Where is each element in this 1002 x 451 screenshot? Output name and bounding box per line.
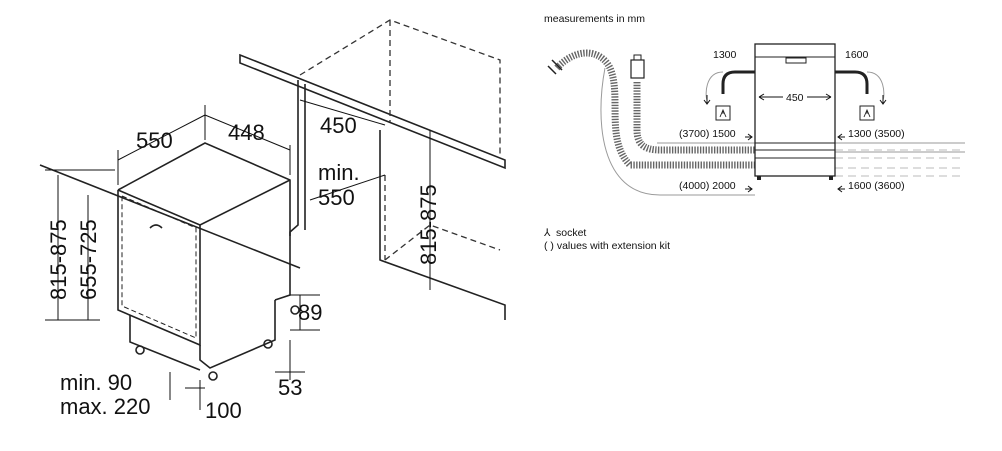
drain-route-grey [600, 67, 755, 196]
cable-right [835, 70, 869, 94]
label-plinth-depth: 53 [278, 375, 302, 400]
cable-left-grey [705, 71, 724, 101]
dim-line-width [117, 105, 206, 185]
inlet-hose [633, 82, 755, 154]
label-plinth: 89 [298, 300, 322, 325]
label-left-top: 1300 [713, 49, 737, 61]
dishwasher-foot-left [757, 176, 761, 180]
label-left-bottom: (4000) 2000 [679, 180, 736, 192]
aquastop-cap [633, 54, 642, 61]
dim-line-depth [204, 114, 291, 175]
plinth [199, 300, 276, 369]
foot-back [290, 305, 300, 315]
arrow-left-bottom [745, 185, 753, 193]
legend-socket: socket [556, 227, 586, 239]
dim-line-outer-height [45, 169, 115, 321]
drain-hose [554, 49, 755, 169]
cabinet-top-dashed [299, 19, 501, 158]
dim-line-plinth-depth [275, 340, 305, 380]
foot-front-right [208, 371, 218, 381]
dishwasher-bottom-lines [755, 142, 835, 159]
worktop [239, 53, 506, 170]
label-outer-height: 815-875 [46, 219, 71, 300]
arrow-right-mid [837, 133, 845, 141]
label-450: 450 [786, 92, 804, 104]
dim-line-450 [758, 93, 832, 101]
caption-measurements: measurements in mm [544, 13, 645, 25]
label-niche-depth-line2: 550 [318, 185, 355, 210]
socket-left-symbol [719, 108, 727, 118]
plinth-left [129, 315, 201, 371]
label-right-bottom: 1600 (3600) [848, 180, 905, 192]
dishwasher-foot-right [829, 176, 833, 180]
cable-right-arrow [879, 95, 887, 105]
grey-lines-dashed [835, 149, 965, 177]
label-foot: 100 [205, 398, 242, 423]
foot-front-left [135, 345, 145, 355]
dishwasher-top [117, 142, 291, 301]
drain-hose-end [547, 59, 563, 75]
connection-plan: measurements in mm [543, 13, 965, 252]
dim-line-min-max [169, 372, 205, 400]
legend-socket-symbol: ⅄ [543, 227, 551, 239]
dim-line-plinth [290, 294, 320, 331]
label-niche-height: 815-875 [416, 184, 441, 265]
socket-left [715, 105, 731, 121]
niche-right-wall [379, 130, 506, 320]
niche-drawing: 550 448 450 min. 550 815-875 815-875 655… [39, 19, 506, 423]
legend-values: ( ) values with extension kit [544, 240, 670, 252]
label-right-mid: 1300 (3500) [848, 128, 905, 140]
label-max: max. 220 [60, 394, 151, 419]
socket-right-symbol [863, 108, 871, 118]
label-min: min. 90 [60, 370, 132, 395]
label-door-height: 655-725 [76, 219, 101, 300]
niche-floor-dashed [384, 224, 501, 261]
door-panel-dashed [121, 195, 197, 339]
cable-left [721, 70, 755, 94]
dim-line-niche-width [299, 99, 386, 126]
cable-right-grey [866, 71, 885, 101]
door-handle [149, 224, 163, 229]
arrow-right-bottom [837, 185, 845, 193]
dim-line-niche-depth [309, 174, 386, 201]
cable-left-arrow [703, 95, 711, 105]
label-left-mid: (3700) 1500 [679, 128, 736, 140]
dishwasher-front [754, 43, 836, 177]
label-depth: 448 [228, 120, 265, 145]
socket-right [859, 105, 875, 121]
dishwasher-door [117, 190, 201, 347]
aquastop-valve [630, 59, 645, 79]
label-niche-depth-line1: min. [318, 160, 360, 185]
label-right-top: 1600 [845, 49, 869, 61]
foot-back-right [263, 339, 273, 349]
dishwasher-display [785, 57, 807, 64]
arrow-left-mid [745, 133, 753, 141]
niche-left-wall [289, 80, 299, 236]
label-niche-width: 450 [320, 113, 357, 138]
label-width: 550 [136, 128, 173, 153]
dishwasher-top-front [117, 179, 291, 226]
